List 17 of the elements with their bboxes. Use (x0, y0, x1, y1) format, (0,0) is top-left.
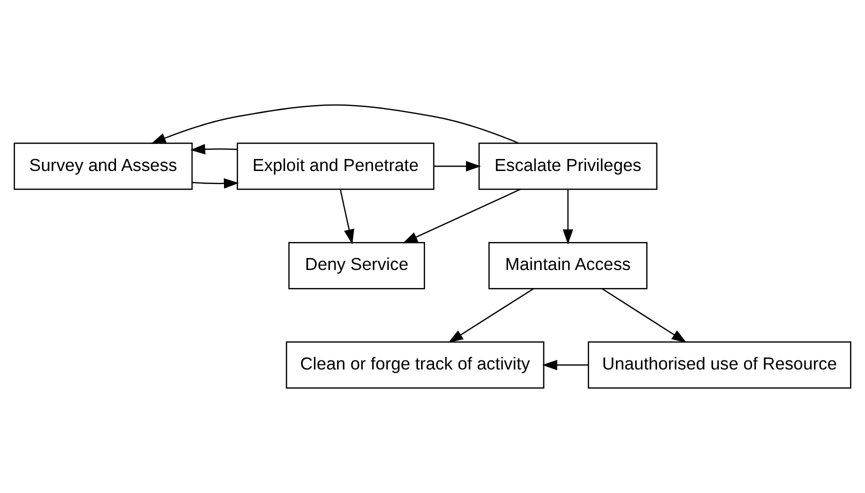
node-box: Exploit and Penetrate (236, 142, 434, 190)
arrow (448, 288, 534, 343)
arrow (542, 360, 588, 370)
arrow (192, 178, 239, 189)
arrow (602, 288, 687, 343)
node-box: Survey and Assess (14, 142, 193, 190)
node-box: Deny Service (288, 242, 426, 290)
arrow (402, 188, 521, 244)
arrow (150, 104, 519, 144)
node-box: Escalate Privileges (478, 142, 658, 190)
node-box: Maintain Access (488, 242, 648, 290)
arrow (340, 189, 354, 244)
arrow (434, 161, 481, 172)
arrow (190, 144, 237, 154)
node-box: Unauthorised use of Resource (588, 341, 852, 389)
arrow (562, 189, 574, 244)
node-box: Clean or forge track of activity (286, 341, 544, 389)
